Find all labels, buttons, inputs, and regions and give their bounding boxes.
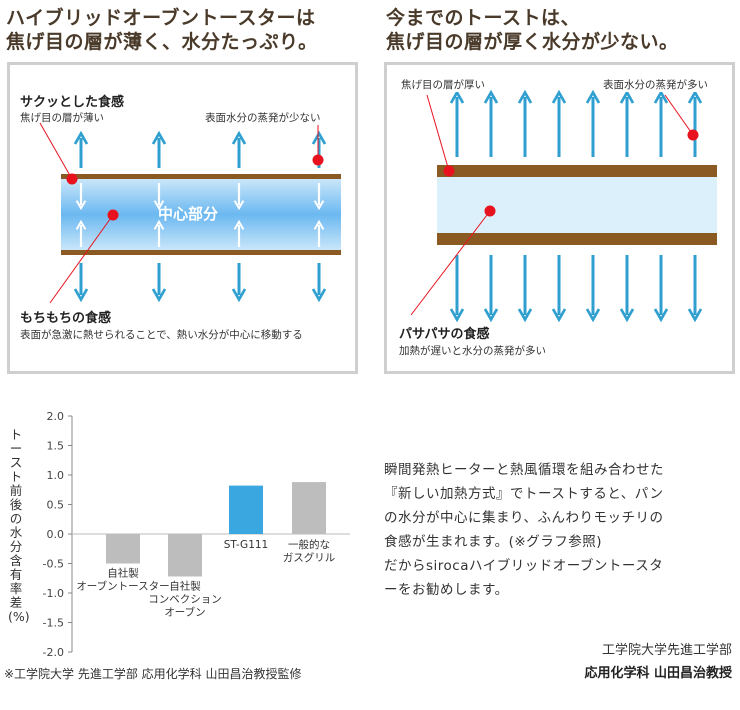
y-tick-label: 2.0	[47, 410, 65, 423]
dry-center-marker	[484, 205, 496, 217]
conventional-toast-diagram: 焦げ目の層が厚い 表面水分の蒸発が多い パサパサの食感 加熱が遅いと水分の蒸発が…	[384, 62, 735, 374]
moisture-chart-svg: 2.0 1.5 1.0 0.5 0.0 -0.5 -1.0 -1.5 -2.0 自社製オーブントー…	[43, 410, 350, 659]
thick-crust-marker	[443, 165, 455, 177]
bar-0	[106, 534, 140, 564]
center-label: 中心部分	[158, 205, 219, 223]
left-heading-line1: ハイブリッドオーブントースターは	[6, 7, 316, 29]
description-line: だからsirocaハイブリッドオーブントースタ	[384, 558, 664, 574]
y-tick-label: 1.0	[47, 469, 65, 482]
thin-crust-top	[61, 174, 341, 179]
y-tick-label: -0.5	[43, 558, 64, 571]
category-label: ST-G111	[224, 539, 268, 551]
description-line: 食感が生まれます。(※グラフ参照)	[384, 534, 602, 550]
right-heading-line1: 今までのトーストは、	[386, 7, 581, 29]
credit-line1: 工学院大学先進工学部	[601, 643, 732, 658]
crispy-label: サクッとした食感	[20, 95, 125, 110]
description-line: の水分が中心に集まり、ふんわりモッチリの	[384, 510, 664, 526]
left-diagram-svg	[39, 122, 341, 304]
less-evaporation-label: 表面水分の蒸発が少ない	[205, 112, 321, 124]
right-heading-line2: 焦げ目の層が厚く水分が少ない。	[386, 31, 679, 53]
upward-arrows-many	[449, 89, 703, 157]
category-label: ガスグリル	[283, 551, 336, 564]
dry-label: パサパサの食感	[399, 327, 490, 342]
chart-footnote: ※工学院大学 先進工学部 応用化学科 山田昌治教授監修	[4, 667, 302, 681]
leader-lines-right	[410, 94, 694, 316]
chewy-label: もちもちの食感	[20, 311, 112, 326]
downward-arrows-many	[449, 255, 703, 323]
y-tick-label: -2.0	[43, 646, 64, 659]
bread-center-dry	[437, 175, 717, 237]
left-heading-line2: 焦げ目の層が薄く、水分たっぷり。	[6, 31, 318, 53]
category-label: コンベクション	[148, 593, 222, 605]
evaporation-marker	[312, 154, 324, 166]
y-tick-label: -1.0	[43, 587, 64, 600]
description-line: 瞬間発熱ヒーターと熱風循環を組み合わせた	[384, 462, 664, 478]
y-tick-label: 0.0	[47, 528, 65, 541]
thick-crust-bottom	[437, 233, 717, 245]
category-label: 自社製	[107, 567, 139, 580]
chart-y-axis-label: トースト前後の水分含有率差(%)	[8, 427, 30, 624]
center-moisture-marker	[107, 209, 119, 221]
right-diagram-svg	[410, 89, 717, 323]
category-label: オーブントースター	[76, 580, 169, 593]
category-label: オーブン	[164, 605, 205, 618]
y-tick-label: -1.5	[43, 617, 64, 630]
bar-2	[229, 485, 263, 534]
bar-3	[292, 482, 326, 534]
thick-crust-top	[437, 165, 717, 177]
bar-1	[168, 534, 202, 577]
category-label: 一般的な	[288, 538, 330, 551]
description-line: ーをお勧めします。	[384, 582, 509, 598]
y-tick-label: 1.5	[47, 440, 65, 453]
thick-crust-label: 焦げ目の層が厚い	[401, 77, 485, 92]
inward-moisture-arrows	[75, 183, 325, 247]
thin-crust-label: 焦げ目の層が薄い	[20, 112, 104, 124]
leader-lines	[39, 122, 319, 304]
upward-arrows	[73, 130, 327, 168]
more-evaporation-label: 表面水分の蒸発が多い	[603, 77, 708, 92]
hybrid-toaster-diagram: 中心部分 サクッとした食感 焦げ目の層が薄い 表面水分の蒸発が少ない もちもちの…	[7, 62, 358, 374]
downward-arrows	[73, 263, 327, 303]
dry-description: 加熱が遅いと水分の蒸発が多い	[399, 345, 546, 357]
evaporation-marker-right	[687, 129, 699, 141]
thin-crust-bottom	[61, 250, 341, 255]
category-label: 自社製	[169, 579, 201, 592]
thin-crust-marker	[66, 173, 78, 185]
credit-line2: 応用化学科 山田昌治教授	[584, 666, 732, 681]
chewy-description: 表面が急激に熱せられることで、熱い水分が中心に移動する	[20, 329, 303, 341]
description-line: 『新しい加熱方式』でトーストすると、パン	[384, 486, 664, 502]
y-tick-label: 0.5	[47, 499, 65, 512]
description-paragraph: 瞬間発熱ヒーターと熱風循環を組み合わせた『新しい加熱方式』でトーストすると、パン…	[384, 458, 734, 602]
